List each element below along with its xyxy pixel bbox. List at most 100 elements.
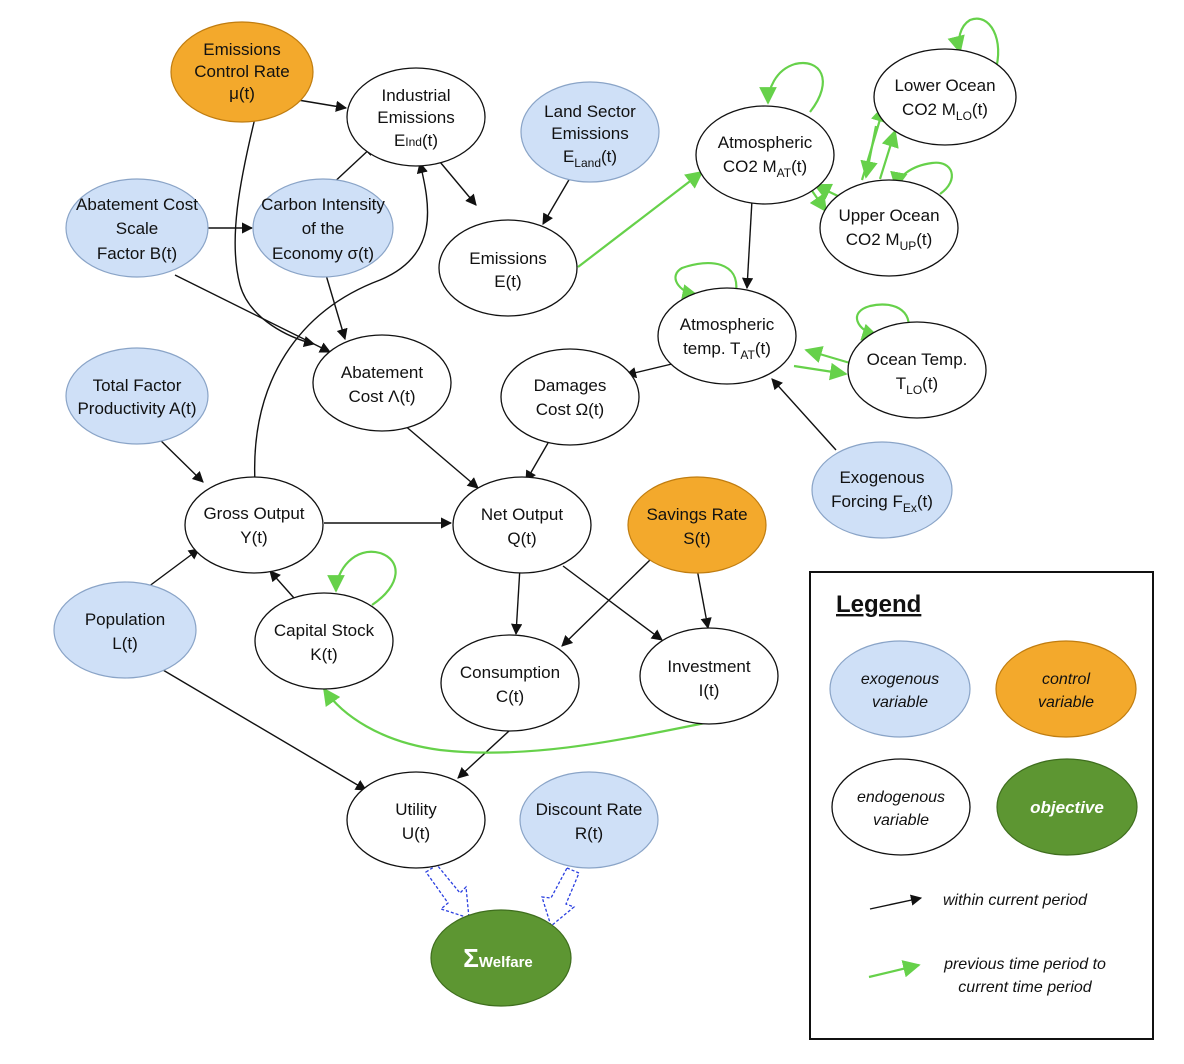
node-abatement-cost-scale[interactable]: Abatement Cost Scale Factor B(t) <box>65 178 209 278</box>
node-atmospheric-temp[interactable]: Atmospheric temp. TAT(t) <box>657 287 797 385</box>
legend-text: control <box>1042 671 1090 688</box>
arrow-ocean-to-atmtemp <box>804 346 851 365</box>
arrow-control-to-abatement <box>234 117 316 347</box>
var-sub: Land <box>574 156 601 170</box>
arrow-savings-to-investment <box>696 568 712 630</box>
var-main: Forcing F <box>831 492 903 511</box>
black-arrows <box>147 98 837 791</box>
node-discount-rate[interactable]: Discount Rate R(t) <box>519 771 659 869</box>
node-line: Factor B(t) <box>97 244 177 263</box>
var-sub: Ex <box>903 501 917 515</box>
node-line: U(t) <box>402 824 430 843</box>
node-shape <box>65 178 209 278</box>
node-capital-stock[interactable]: Capital Stock K(t) <box>254 592 394 690</box>
var-tail: (t) <box>972 100 988 119</box>
node-line: Emissions <box>551 124 628 143</box>
arrow-net-to-investment <box>562 565 663 641</box>
node-line: of the <box>302 219 345 238</box>
legend-previous: previous time period to current time per… <box>868 956 1106 996</box>
node-line: Cost Λ(t) <box>348 387 415 406</box>
node-shape <box>346 67 486 167</box>
node-emissions-control-rate[interactable]: Emissions Control Rate μ(t) <box>170 21 314 123</box>
node-lower-ocean-co2[interactable]: Lower Ocean CO2 MLO(t) <box>873 48 1017 146</box>
var-sub: AT <box>740 348 755 362</box>
node-line: R(t) <box>575 824 603 843</box>
node-total-factor-productivity[interactable]: Total Factor Productivity A(t) <box>65 347 209 445</box>
var-tail: (t) <box>917 492 933 511</box>
node-line: Population <box>85 610 165 629</box>
var-sub: AT <box>777 166 792 180</box>
var-main: temp. T <box>683 339 740 358</box>
node-shape <box>440 634 580 732</box>
legend-title: Legend <box>836 591 921 618</box>
node-atmospheric-co2[interactable]: Atmospheric CO2 MAT(t) <box>695 105 835 205</box>
node-shape <box>500 348 640 446</box>
node-upper-ocean-co2[interactable]: Upper Ocean CO2 MUP(t) <box>819 179 959 277</box>
arrow-upper-to-lower-2 <box>878 129 899 180</box>
node-line: E(t) <box>494 272 521 291</box>
var-sub: UP <box>900 239 917 253</box>
node-exogenous-forcing[interactable]: Exogenous Forcing FEx(t) <box>811 441 953 539</box>
node-shape <box>254 592 394 690</box>
node-gross-output[interactable]: Gross Output Y(t) <box>184 476 324 574</box>
node-line: temp. TAT(t) <box>683 339 771 362</box>
node-line: Land Sector <box>544 102 636 121</box>
node-carbon-intensity[interactable]: Carbon Intensity of the Economy σ(t) <box>252 178 394 278</box>
legend-swatch-exogenous <box>829 640 971 738</box>
var-tail: (t) <box>916 230 932 249</box>
node-shape <box>312 334 452 432</box>
var-main: CO2 M <box>723 157 777 176</box>
node-line: Utility <box>395 800 437 819</box>
node-line: Ocean Temp. <box>867 350 968 369</box>
node-line: Forcing FEx(t) <box>831 492 933 515</box>
node-welfare[interactable]: ΣWelfare <box>430 909 572 1007</box>
node-utility[interactable]: Utility U(t) <box>346 771 486 869</box>
arrow-upper-to-atmco2 <box>813 183 841 200</box>
node-ocean-temp[interactable]: Ocean Temp. TLO(t) <box>847 321 987 419</box>
node-shape <box>170 21 314 123</box>
arrow-damages-to-net <box>525 442 549 482</box>
legend-endogenous: endogenous variable <box>831 758 971 856</box>
arrow-carbon-to-abatement <box>325 274 348 341</box>
node-shape <box>819 179 959 277</box>
node-line: Y(t) <box>240 528 267 547</box>
node-net-output[interactable]: Net Output Q(t) <box>452 476 592 574</box>
node-line: Atmospheric <box>680 315 775 334</box>
node-line: EInd(t) <box>394 131 438 150</box>
node-shape <box>430 909 572 1007</box>
var-tail: (t) <box>922 374 938 393</box>
node-savings-rate[interactable]: Savings Rate S(t) <box>627 476 767 574</box>
legend-green-arrow <box>868 960 921 979</box>
var-main: T <box>896 374 906 393</box>
node-shape <box>520 81 660 183</box>
arrow-abatement-to-net <box>402 423 479 489</box>
arrow-lower-to-upper-1 <box>860 125 878 179</box>
var-sub: Ind <box>405 135 422 149</box>
node-industrial-emissions[interactable]: Industrial Emissions EInd(t) <box>346 67 486 167</box>
arrow-savings-to-consumption <box>561 559 651 647</box>
node-population[interactable]: Population L(t) <box>53 581 197 679</box>
node-investment[interactable]: Investment I(t) <box>639 627 779 725</box>
node-emissions[interactable]: Emissions E(t) <box>438 219 578 317</box>
var-main: E <box>394 131 405 150</box>
node-consumption[interactable]: Consumption C(t) <box>440 634 580 732</box>
node-line: Productivity A(t) <box>77 399 196 418</box>
arrow-investment-to-capital <box>322 687 711 754</box>
var-tail: (t) <box>755 339 771 358</box>
welfare-word: Welfare <box>479 954 533 971</box>
arrow-population-to-utility <box>162 669 367 791</box>
legend-swatch-control <box>995 640 1137 738</box>
node-shape <box>438 219 578 317</box>
arrow-atmco2-to-atmtemp <box>741 199 754 290</box>
node-shape <box>657 287 797 385</box>
var-tail: (t) <box>791 157 807 176</box>
node-abatement-cost[interactable]: Abatement Cost Λ(t) <box>312 334 452 432</box>
node-line: ELand(t) <box>563 147 617 170</box>
node-land-sector-emissions[interactable]: Land Sector Emissions ELand(t) <box>520 81 660 183</box>
node-shape <box>811 441 953 539</box>
arrow-forcing-to-atmtemp <box>771 378 837 451</box>
node-damages-cost[interactable]: Damages Cost Ω(t) <box>500 348 640 446</box>
node-line: Abatement Cost <box>76 195 198 214</box>
node-line: CO2 MLO(t) <box>902 100 988 123</box>
